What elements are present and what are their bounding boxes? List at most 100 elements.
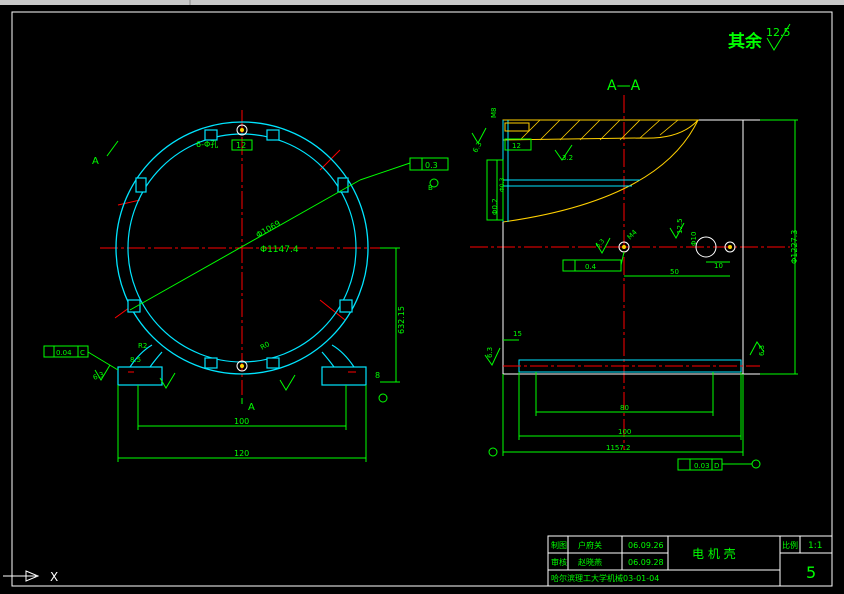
datum-d-symbol — [488, 447, 498, 457]
tb-row1-label: 制图 — [551, 540, 567, 550]
dim-100-section: 100 — [618, 428, 631, 436]
tol-pos04-box — [562, 259, 622, 272]
tol-perp-ref: C — [80, 349, 85, 357]
tb-drawing-no: 哈尔滨理工大学机械03-01-04 — [551, 573, 659, 583]
roughness-symbol-global: 12.5 — [766, 23, 791, 51]
datum-c-symbol — [378, 393, 388, 403]
drawing-border — [11, 11, 833, 587]
svg-text:12.5: 12.5 — [766, 26, 791, 39]
dim-outer-dia: Φ1147.4 — [260, 245, 299, 255]
tb-sheet-no: 5 — [806, 563, 816, 582]
dim-80: 80 — [620, 404, 629, 412]
center-mark-right-bottom — [319, 299, 346, 321]
tb-row1-name: 户府关 — [578, 540, 602, 550]
dim-total: 1157.2 — [606, 444, 631, 452]
rough-symbol-125 — [669, 222, 685, 240]
dim-85: 8.5 — [130, 356, 141, 364]
dim-r2: R2 — [138, 342, 147, 350]
dim-50: 50 — [670, 268, 679, 276]
curve-edge — [502, 119, 699, 223]
dim-m4: M4 — [626, 228, 639, 241]
tol-pos04: 0.4 — [585, 263, 597, 271]
tapped-hole-top — [504, 122, 530, 132]
dim-slot-width: 12 — [236, 141, 246, 150]
front-view: Φ1069 Φ1147.4 6-Φ孔 12 A A 0.3 B 632.15 8… — [43, 110, 449, 462]
tb-part-name: 电 机 壳 — [692, 547, 736, 561]
dim-inner-dia: Φ1069 — [255, 219, 283, 240]
dim-12: 12 — [512, 142, 521, 150]
rough-32-value: 3.2 — [562, 154, 573, 162]
foot-right — [321, 344, 367, 386]
hole-top — [236, 124, 248, 136]
ring-notches — [127, 129, 353, 369]
datum-b-label: B — [428, 184, 433, 192]
hole-small-right — [724, 241, 736, 253]
section-arrow-top — [106, 140, 119, 157]
rough-symbol-foot — [94, 364, 111, 381]
rough-symbol-foot-right — [749, 341, 765, 356]
dim-pos03: Φ0.3 — [499, 178, 506, 192]
dim-m8: M8 — [490, 108, 498, 119]
tol-par-datum: D — [714, 462, 719, 470]
rough-symbol-foot-3 — [279, 374, 296, 391]
tb-row2-label: 审核 — [551, 557, 567, 567]
dim-slot-box — [231, 139, 253, 151]
dim-r0: R0 — [259, 340, 271, 352]
dim-width-120: 120 — [234, 449, 249, 458]
section-label-top: A — [92, 156, 99, 167]
rough-symbol-foot-2 — [159, 372, 176, 389]
section-view: A—A — [470, 78, 799, 471]
hatched-region — [502, 119, 700, 223]
rough-foot-right-value: 6.3 — [758, 345, 766, 356]
center-mark-right-top — [319, 149, 341, 171]
rough-left-value: 6.3 — [471, 141, 483, 155]
section-title: A—A — [607, 78, 641, 94]
dim-pos02: Φ0.2 — [491, 198, 499, 215]
tol-par-value: 0.03 — [694, 462, 710, 470]
tb-row1-date: 06.09.26 — [628, 541, 664, 550]
rough-m4-value: 6.3 — [594, 238, 606, 250]
hole-top-core — [240, 128, 244, 132]
tol-pos-box — [409, 157, 449, 171]
ucs-axis-x: X — [50, 570, 58, 584]
center-mark-left — [117, 199, 141, 206]
title-block — [547, 535, 833, 587]
dim-slot-label: 6-Φ孔 — [196, 140, 218, 149]
dim-d10: Φ10 — [690, 232, 698, 246]
rough-foot-value: 6.3 — [92, 371, 105, 382]
tb-scale-value: 1:1 — [808, 541, 822, 551]
dim-height-section: Φ1227.3 — [790, 230, 799, 264]
hole-bottom-core — [240, 364, 244, 368]
tol-perp-value: 0.04 — [56, 349, 72, 357]
surface-note-label: 其余 — [728, 31, 763, 52]
dim-height: 632.15 — [397, 306, 406, 334]
dim-line-diameter — [129, 179, 361, 311]
ucs-icon: X — [3, 570, 58, 584]
dim-10: 10 — [714, 262, 723, 270]
foot-left — [117, 344, 163, 386]
datum-b-symbol — [429, 178, 439, 188]
tb-scale-label: 比例 — [782, 540, 798, 550]
tb-row2-date: 06.09.28 — [628, 558, 664, 567]
dim-width-100: 100 — [234, 417, 249, 426]
rough-125-value: 12.5 — [676, 218, 684, 234]
rough-foot-left-value: 6.3 — [486, 347, 494, 358]
outer-ring — [115, 121, 369, 375]
window-top-strip — [0, 0, 844, 5]
dim-15: 15 — [513, 330, 522, 338]
tol-pos-value: 0.3 — [425, 161, 438, 170]
dim-8: 8 — [375, 371, 380, 380]
hole-bottom — [236, 360, 248, 372]
rough-symbol-32 — [554, 144, 573, 161]
rough-symbol-m4 — [595, 237, 611, 255]
leader-position-tol — [359, 162, 411, 181]
tol-perp-box — [43, 345, 89, 358]
inner-ring — [127, 133, 357, 363]
rough-symbol-left — [471, 127, 487, 145]
rough-symbol-foot-left — [484, 347, 501, 366]
tb-row2-name: 赵晓燕 — [578, 557, 602, 567]
hole-d10 — [695, 236, 717, 258]
section-label-bottom: A — [248, 402, 255, 413]
